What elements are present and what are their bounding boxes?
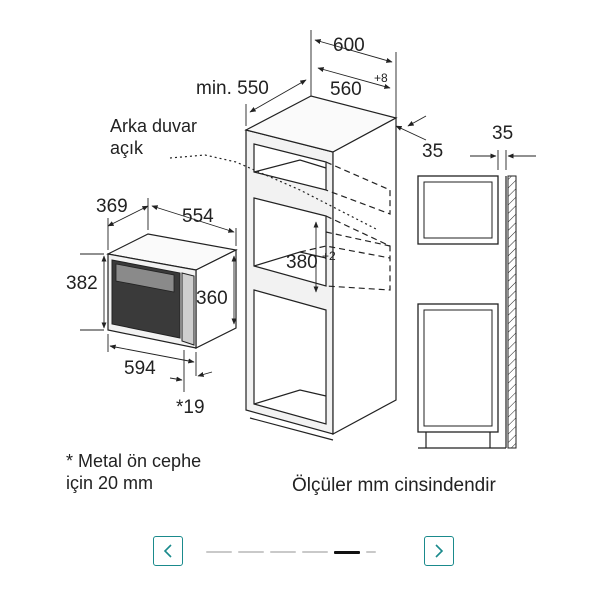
- carousel-prev-button[interactable]: [153, 536, 183, 566]
- pagination-dot-5[interactable]: [334, 550, 360, 554]
- dim-594-label: 594: [124, 358, 156, 379]
- carousel-next-button[interactable]: [424, 536, 454, 566]
- microwave-appliance: [106, 233, 238, 349]
- pagination-dot-3[interactable]: [270, 551, 296, 553]
- dim-380-label: 380: [286, 252, 318, 273]
- dim-600-label: 600: [333, 35, 365, 56]
- pagination-dot-6[interactable]: [366, 551, 376, 553]
- chevron-left-icon: [163, 544, 172, 558]
- dim-554-label: 554: [182, 206, 214, 227]
- dim-380-tolerance: +2: [322, 249, 336, 263]
- dim-19-label: *19: [176, 397, 205, 418]
- dim-560-label: 560: [330, 79, 362, 100]
- footnote-line2: için 20 mm: [66, 473, 153, 493]
- dim-35-top-label: 35: [422, 141, 443, 162]
- cabinet-side-face: [332, 116, 397, 436]
- dim-360-label: 360: [196, 288, 228, 309]
- dim-35-side-label: 35: [492, 123, 513, 144]
- pagination-dot-4[interactable]: [302, 551, 328, 553]
- units-note: Ölçüler mm cinsindendir: [292, 475, 496, 496]
- dimension-lines: [80, 30, 536, 392]
- side-section-view: [417, 175, 517, 449]
- dim-369-label: 369: [96, 196, 128, 217]
- carousel-pagination: [206, 548, 402, 556]
- dim-min-550-label: min. 550: [196, 78, 269, 99]
- back-wall-label-line2: açık: [110, 138, 144, 158]
- footnote-line1: * Metal ön cephe: [66, 451, 201, 471]
- pagination-dot-1[interactable]: [206, 551, 232, 553]
- tall-cabinet: [169, 95, 398, 441]
- chevron-right-icon: [435, 544, 444, 558]
- dim-560-tolerance: +8: [374, 71, 388, 85]
- dim-382-label: 382: [66, 273, 98, 294]
- pagination-dot-2[interactable]: [238, 551, 264, 553]
- back-wall-label-line1: Arka duvar: [110, 116, 197, 136]
